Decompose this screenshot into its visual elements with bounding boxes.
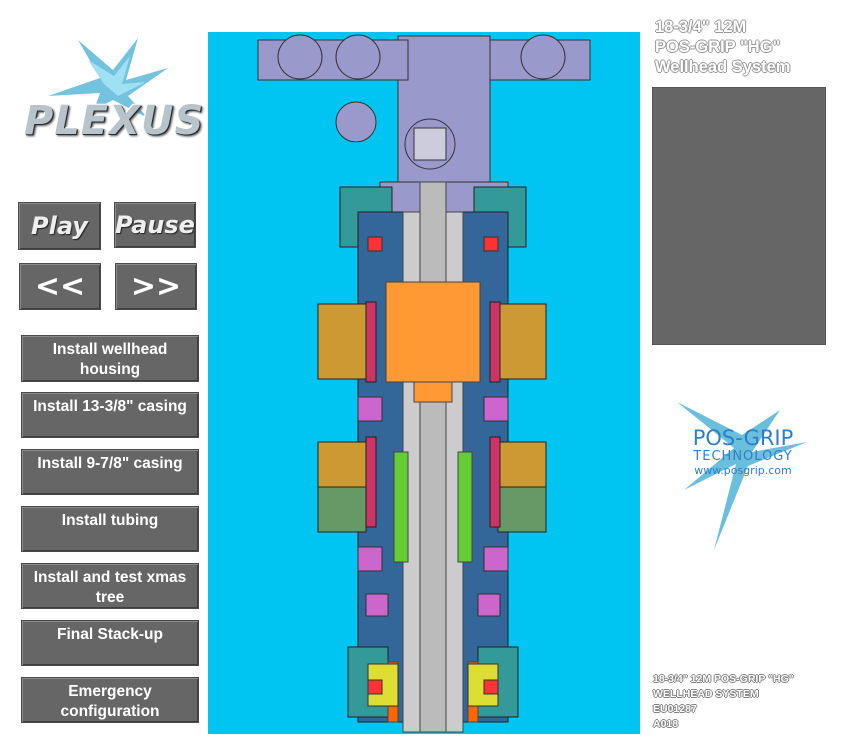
title-line-1: 18-3/4" 12M — [655, 18, 747, 36]
caption-line-4: A018 — [653, 718, 679, 730]
rewind-button[interactable]: << — [19, 263, 101, 310]
posgrip-url: www.posgrip.com — [694, 464, 792, 477]
test-ports — [367, 236, 499, 695]
page-title: 18-3/4" 12M POS-GRIP "HG" Wellhead Syste… — [655, 17, 845, 77]
title-line-3: Wellhead System — [655, 58, 791, 76]
plexus-logo-text: PLEXUS — [24, 98, 205, 144]
posgrip-title: POS-GRIP — [692, 426, 794, 450]
lockdown-bolts — [357, 396, 509, 617]
posgrip-subtitle: TECHNOLOGY — [693, 449, 793, 464]
posgrip-logo: POS-GRIP TECHNOLOGY www.posgrip.com — [672, 400, 812, 555]
caption-line-1: 18-3/4" 12M POS-GRIP "HG" — [653, 673, 794, 685]
title-line-2: POS-GRIP "HG" — [655, 38, 781, 56]
step-final-stack-up-button[interactable]: Final Stack-up — [21, 620, 199, 666]
step-emergency-configuration-button[interactable]: Emergency configuration — [21, 677, 199, 723]
wellhead-diagram — [208, 32, 640, 734]
caption-line-2: WELLHEAD SYSTEM — [653, 688, 759, 700]
seal-rings — [365, 301, 501, 528]
xmas-tree — [257, 34, 591, 213]
forward-button[interactable]: >> — [115, 263, 197, 310]
caption-line-3: EU01287 — [653, 703, 697, 715]
pause-button[interactable]: Pause — [114, 202, 196, 248]
step-install-13-3-8-casing-button[interactable]: Install 13-3/8" casing — [21, 392, 199, 438]
play-button[interactable]: Play — [18, 202, 101, 250]
star-icon — [48, 38, 168, 118]
posgrip-star-icon — [677, 402, 807, 550]
diagram-caption: 18-3/4" 12M POS-GRIP "HG" WELLHEAD SYSTE… — [653, 672, 843, 732]
wellhead-cross-section — [257, 34, 591, 733]
info-panel — [652, 87, 826, 345]
step-install-tubing-button[interactable]: Install tubing — [21, 506, 199, 552]
step-install-wellhead-housing-button[interactable]: Install wellhead housing — [21, 335, 199, 382]
step-install-9-7-8-casing-button[interactable]: Install 9-7/8" casing — [21, 449, 199, 495]
plexus-logo: PLEXUS — [18, 38, 203, 163]
step-install-test-xmas-tree-button[interactable]: Install and test xmas tree — [21, 563, 199, 609]
